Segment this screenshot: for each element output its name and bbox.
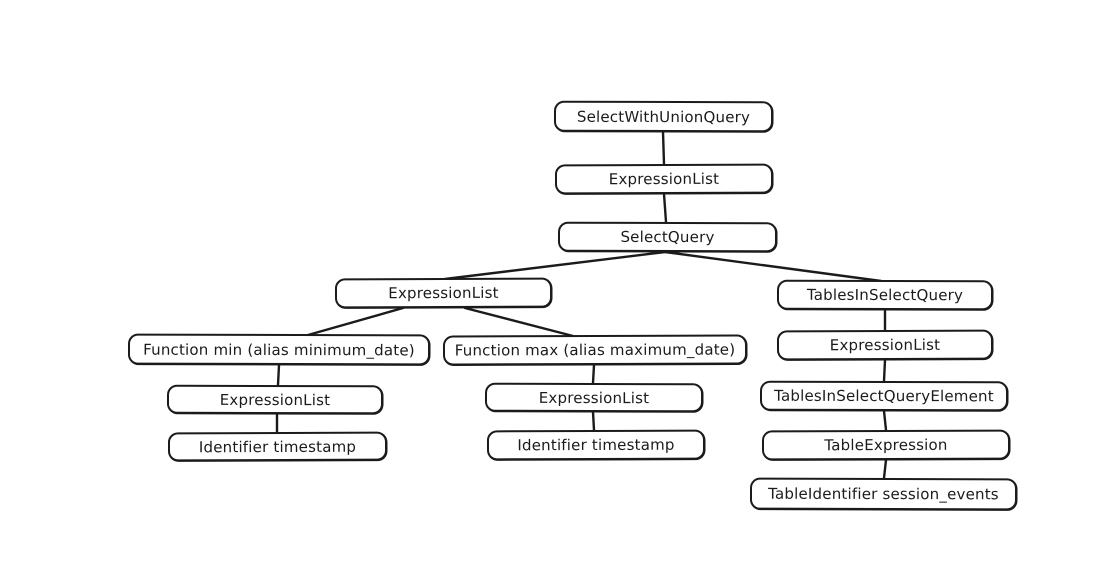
node-tables-in-select-query: TablesInSelectQuery: [776, 279, 994, 311]
node-expression-list-min: ExpressionList: [166, 384, 384, 415]
edge-exprlist-to-max: [463, 306, 575, 338]
node-function-max: Function max (alias maximum_date): [442, 334, 748, 366]
edge-exprlist-to-ident-max: [591, 410, 596, 432]
node-table-expression: TableExpression: [761, 429, 1011, 461]
node-identifier-timestamp-max: Identifier timestamp: [486, 429, 706, 461]
node-identifier-timestamp-min: Identifier timestamp: [167, 431, 388, 462]
node-select-with-union-query: SelectWithUnionQuery: [553, 100, 774, 133]
edge-exprlist-to-min: [306, 306, 405, 337]
edge-element-to-tableexpr: [882, 409, 888, 432]
edge-exprlist-to-element: [882, 358, 887, 383]
edge-selectquery-to-tables: [663, 250, 883, 283]
node-expression-list-select: ExpressionList: [334, 277, 553, 309]
edge-exprlist-to-selectquery: [662, 192, 668, 224]
edge-tableexpr-to-tableident: [882, 458, 888, 480]
node-select-query: SelectQuery: [557, 221, 778, 253]
node-tables-in-select-query-element: TablesInSelectQueryElement: [759, 380, 1009, 412]
edge-min-to-exprlist: [276, 363, 281, 387]
edge-max-to-exprlist: [591, 363, 596, 385]
node-function-min: Function min (alias minimum_date): [127, 333, 431, 366]
node-table-identifier-session-events: TableIdentifier session_events: [749, 477, 1018, 511]
node-expression-list-max: ExpressionList: [484, 382, 704, 413]
node-expression-list-root: ExpressionList: [554, 163, 774, 195]
node-expression-list-tables: ExpressionList: [776, 329, 994, 361]
edge-selectquery-to-exprlist: [443, 250, 667, 281]
edge-union-to-exprlist: [661, 130, 666, 166]
